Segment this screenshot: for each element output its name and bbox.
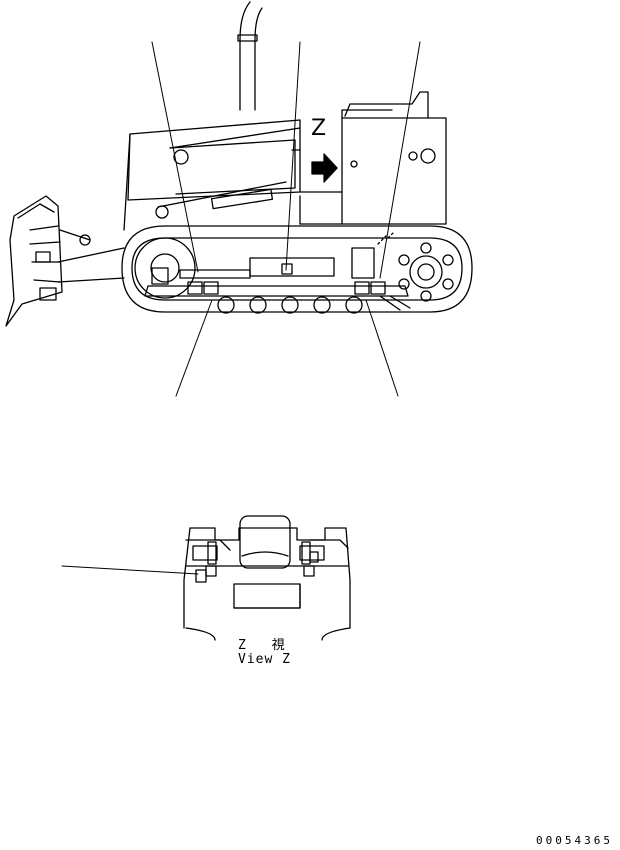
view-z-title-en: View Z bbox=[238, 652, 291, 667]
drawing-number: 00054365 bbox=[536, 834, 613, 847]
view-z-title-jp: Z 視 bbox=[238, 638, 294, 653]
leader-lines-side bbox=[151, 41, 421, 397]
view-direction-arrow bbox=[311, 153, 338, 183]
z-view-label: Z bbox=[311, 116, 327, 141]
view-z-rear-view bbox=[183, 515, 351, 641]
leader-line-view-z bbox=[61, 565, 199, 575]
bulldozer-side-view bbox=[5, 1, 473, 327]
